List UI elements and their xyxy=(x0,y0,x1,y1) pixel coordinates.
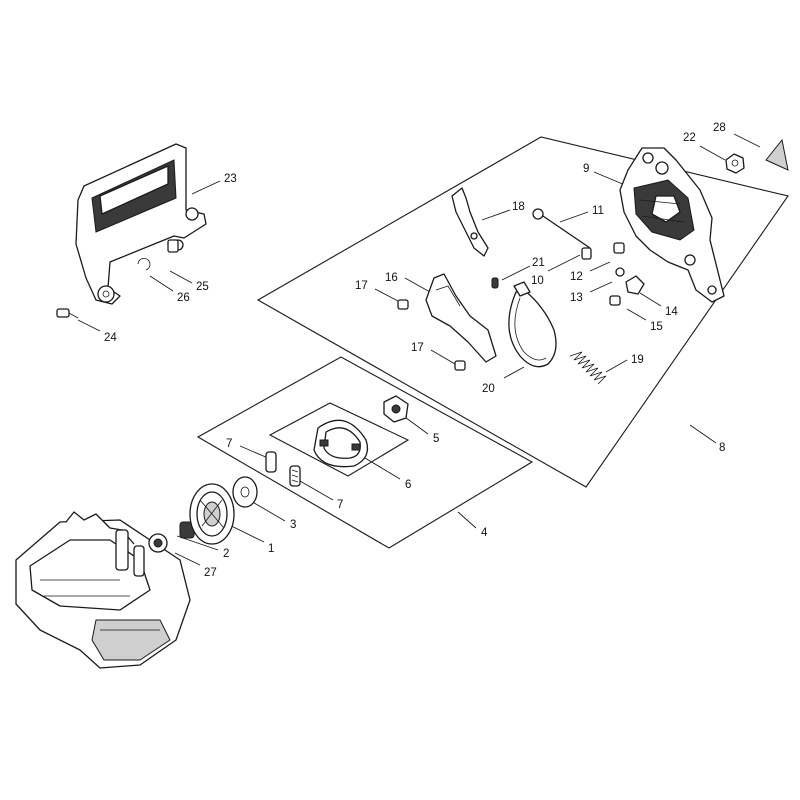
callout-8: 8 xyxy=(719,442,725,454)
callout-25: 25 xyxy=(196,281,209,293)
callout-21: 21 xyxy=(532,257,545,269)
pin-part-25 xyxy=(167,239,179,253)
callout-11: 11 xyxy=(592,205,604,217)
callout-17b: 17 xyxy=(411,342,424,354)
callout-27: 27 xyxy=(204,567,217,579)
callout-16: 16 xyxy=(385,272,398,284)
callout-10: 10 xyxy=(531,275,544,287)
screw-part-15 xyxy=(609,295,621,306)
callout-4: 4 xyxy=(481,527,488,539)
callout-23: 23 xyxy=(224,173,237,185)
group-outline-6 xyxy=(268,402,410,477)
callout-18: 18 xyxy=(512,201,525,213)
cap-part-28 xyxy=(765,138,789,171)
clutch-drum-part-1 xyxy=(189,483,235,545)
brake-lever-part-18 xyxy=(451,187,489,257)
screw-part-12 xyxy=(613,242,625,254)
washer-part-3 xyxy=(232,476,258,508)
screw-part-17b xyxy=(454,360,466,371)
callout-7a: 7 xyxy=(226,438,232,450)
clutch-shoe-part-6 xyxy=(313,419,369,468)
brake-band-part-20 xyxy=(508,281,557,368)
spring-part-19 xyxy=(569,351,607,385)
callout-9: 9 xyxy=(583,163,589,175)
callout-6: 6 xyxy=(405,479,411,491)
callout-20: 20 xyxy=(482,383,495,395)
brake-bracket-part-16 xyxy=(425,273,497,363)
clutch-hub-part-5 xyxy=(383,395,409,423)
callout-7b: 7 xyxy=(337,499,343,511)
bolt-part-11 xyxy=(532,208,591,249)
crankcase-housing xyxy=(15,511,191,669)
callout-labels: 1 2 3 4 5 6 7 7 8 9 10 11 12 13 14 15 16… xyxy=(104,122,726,579)
spring-part-7b xyxy=(289,465,301,487)
callout-22: 22 xyxy=(683,132,696,144)
pin-part-21 xyxy=(491,277,499,289)
callout-15: 15 xyxy=(650,321,663,333)
callout-26: 26 xyxy=(177,292,190,304)
oil-pump-worm-part-27 xyxy=(148,533,168,553)
callout-24: 24 xyxy=(104,332,117,344)
clip-part-26 xyxy=(137,258,151,271)
washer-part-13 xyxy=(615,267,625,277)
callout-14: 14 xyxy=(665,306,678,318)
callout-5: 5 xyxy=(433,433,439,445)
sprocket-cover-part-9 xyxy=(619,147,725,303)
group-outline-4 xyxy=(196,356,534,549)
group-outline-8 xyxy=(256,136,789,488)
callout-2: 2 xyxy=(223,548,229,560)
screw-part-17a xyxy=(397,299,409,310)
hand-guard-part-23 xyxy=(75,143,207,305)
callout-28: 28 xyxy=(713,122,726,134)
callout-13: 13 xyxy=(570,292,583,304)
sleeve-part-10 xyxy=(581,247,592,260)
spring-part-7a xyxy=(265,451,277,473)
callout-19: 19 xyxy=(631,354,644,366)
nut-part-22 xyxy=(725,153,745,174)
callout-17a: 17 xyxy=(355,280,368,292)
callout-3: 3 xyxy=(290,519,296,531)
callout-12: 12 xyxy=(570,271,583,283)
nut-part-14 xyxy=(625,275,645,295)
callout-1: 1 xyxy=(268,543,274,555)
screw-part-24 xyxy=(56,308,79,319)
